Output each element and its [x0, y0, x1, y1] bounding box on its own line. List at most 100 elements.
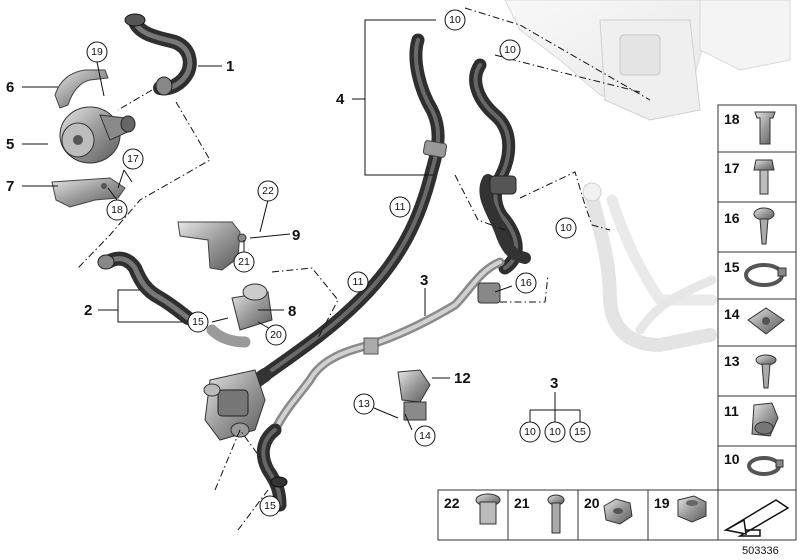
svg-text:19: 19 — [91, 46, 103, 58]
part-label-5: 5 — [6, 136, 14, 153]
callout-10-group-b: 10 — [544, 421, 566, 443]
parts-table-right-column: 18 17 16 15 14 — [717, 104, 797, 491]
callout-10-group-a: 10 — [519, 421, 541, 443]
table-cell-11: 11 — [717, 395, 797, 447]
callout-15-left: 15 — [187, 311, 209, 333]
svg-text:15: 15 — [264, 500, 276, 512]
svg-text:11: 11 — [724, 403, 739, 419]
svg-text:10: 10 — [524, 426, 536, 438]
bracket-7 — [51, 177, 126, 208]
svg-text:15: 15 — [724, 259, 740, 275]
svg-text:19: 19 — [654, 495, 670, 511]
svg-text:11: 11 — [395, 201, 406, 213]
pipe-3 — [270, 257, 505, 435]
callout-10-upper-right: 10 — [499, 39, 521, 61]
table-cell-17: 17 — [717, 151, 797, 203]
table-cell-13: 13 — [717, 345, 797, 397]
callout-22: 22 — [257, 180, 279, 202]
bolt-icon — [753, 159, 775, 171]
table-cell-16: 16 — [717, 201, 797, 253]
svg-text:21: 21 — [238, 256, 250, 268]
callout-11-lower: 11 — [347, 271, 369, 293]
svg-text:13: 13 — [358, 398, 370, 410]
callout-14: 14 — [414, 425, 436, 447]
background-engine-block — [504, 0, 791, 121]
table-cell-22: 22 — [437, 489, 509, 541]
svg-text:10: 10 — [549, 426, 561, 438]
svg-text:10: 10 — [724, 451, 740, 467]
valve-block — [203, 369, 266, 441]
svg-text:16: 16 — [520, 277, 532, 289]
svg-text:10: 10 — [504, 44, 516, 56]
hose-10-upper — [469, 58, 531, 275]
parts-table-bottom-row: 22 21 20 19 — [437, 489, 797, 541]
callout-16: 16 — [515, 272, 537, 294]
part-label-2: 2 — [84, 302, 92, 319]
table-cell-15: 15 — [717, 251, 797, 300]
callouts: 19 17 18 22 21 15 20 10 10 11 11 10 16 1… — [86, 9, 591, 517]
svg-text:15: 15 — [574, 426, 586, 438]
screw-icon — [753, 207, 775, 221]
part-label-12: 12 — [454, 370, 471, 387]
svg-text:10: 10 — [560, 222, 572, 234]
svg-text:17: 17 — [127, 153, 139, 165]
callout-18: 18 — [106, 199, 128, 221]
svg-text:14: 14 — [724, 306, 740, 322]
bracket-9 — [177, 221, 247, 271]
callout-21: 21 — [233, 251, 255, 273]
table-cell-19: 19 — [647, 489, 719, 541]
svg-text:15: 15 — [192, 316, 204, 328]
svg-text:17: 17 — [724, 160, 740, 176]
part-label-3-upper: 3 — [420, 272, 428, 289]
leader-lines — [22, 19, 581, 431]
callout-17: 17 — [122, 148, 144, 170]
table-cell-18: 18 — [717, 104, 797, 153]
part-label-9: 9 — [292, 227, 300, 244]
svg-text:22: 22 — [262, 185, 274, 197]
svg-text:18: 18 — [111, 204, 123, 216]
pump-5 — [59, 106, 136, 164]
callout-10-right: 10 — [555, 217, 577, 239]
callout-11-upper: 11 — [389, 196, 411, 218]
hose-lower — [256, 423, 288, 512]
svg-text:16: 16 — [724, 210, 740, 226]
table-cell-10: 10 — [717, 445, 797, 491]
callout-15-bottom: 15 — [259, 495, 281, 517]
svg-text:20: 20 — [270, 329, 282, 341]
hose-2 — [97, 251, 195, 325]
svg-text:21: 21 — [514, 495, 530, 511]
clip-12 — [397, 369, 431, 421]
table-cell-14: 14 — [717, 298, 797, 347]
svg-text:22: 22 — [444, 495, 460, 511]
diagram-reference-number: 503336 — [742, 545, 779, 557]
table-cell-20: 20 — [577, 489, 649, 541]
svg-text:20: 20 — [584, 495, 600, 511]
table-cell-21: 21 — [507, 489, 579, 541]
callout-13: 13 — [353, 393, 375, 415]
svg-text:18: 18 — [724, 111, 740, 127]
callout-15-group: 15 — [569, 421, 591, 443]
svg-text:14: 14 — [419, 430, 431, 442]
svg-text:13: 13 — [724, 353, 740, 369]
part-label-8: 8 — [288, 303, 296, 320]
part-label-6: 6 — [6, 79, 14, 96]
part-label-7: 7 — [6, 178, 14, 195]
rivet-nut-icon — [754, 111, 776, 145]
collar-nut-icon — [677, 495, 707, 523]
svg-text:10: 10 — [449, 14, 461, 26]
part-label-1: 1 — [226, 58, 234, 75]
valve-8 — [206, 283, 273, 348]
part-label-4: 4 — [336, 91, 345, 108]
svg-text:11: 11 — [353, 276, 364, 288]
part-labels: 1 6 5 7 2 9 8 4 3 12 3 — [6, 58, 558, 392]
callout-20: 20 — [265, 324, 287, 346]
callout-19: 19 — [86, 41, 108, 63]
dashed-reference-lines — [77, 7, 651, 531]
bracket-6 — [54, 69, 109, 109]
callout-10-top: 10 — [444, 9, 466, 31]
table-cell-arrow — [717, 489, 797, 541]
hose-1 — [124, 13, 197, 96]
part-label-3-group: 3 — [550, 375, 558, 392]
background-coolant-pipes — [582, 182, 718, 352]
